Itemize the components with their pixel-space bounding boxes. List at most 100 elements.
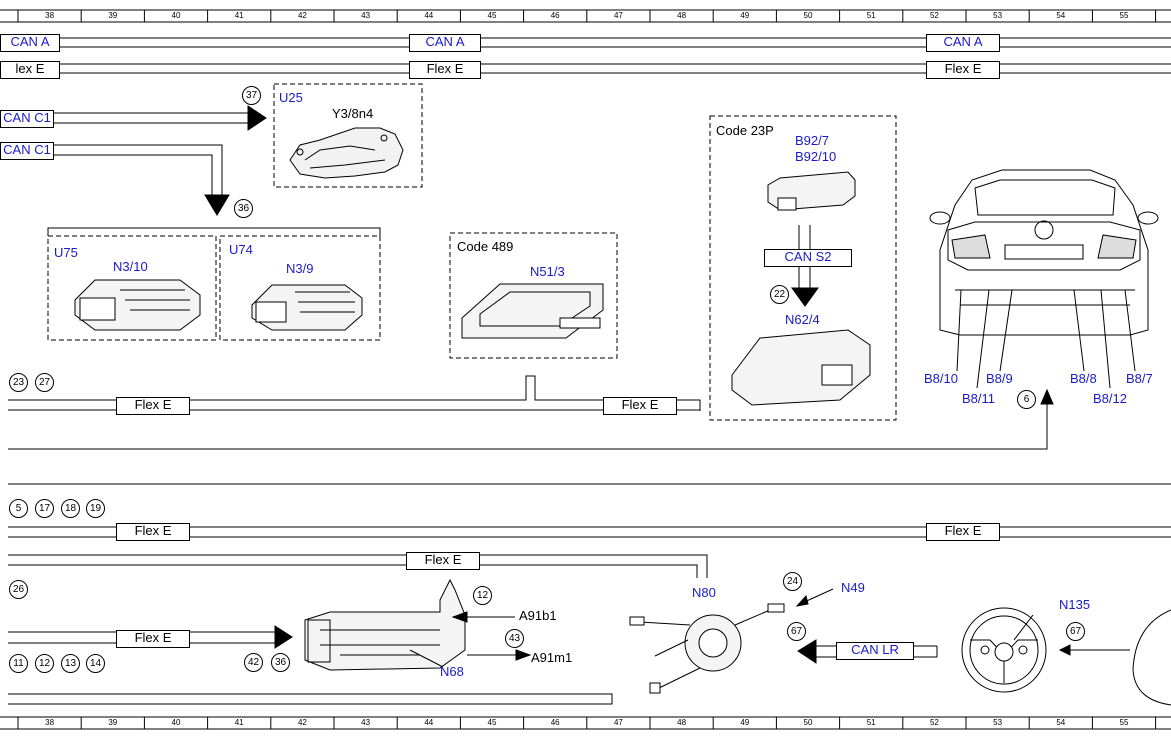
ruler-number: 53 <box>993 11 1003 20</box>
ref-11: 11 <box>9 654 28 673</box>
ruler-number: 44 <box>424 718 434 727</box>
arrow-a91b1-head <box>451 611 468 623</box>
steering-wheel-partial <box>1132 609 1171 706</box>
ref-36: 36 <box>234 199 253 218</box>
code-489-box <box>449 232 618 359</box>
ruler-number: 39 <box>108 718 118 727</box>
signal-line-6 <box>8 388 1054 450</box>
flex-e-label-n68: Flex E <box>116 630 190 648</box>
ruler-number: 39 <box>108 11 118 20</box>
ruler-bottom <box>0 716 1171 730</box>
label-u25: U25 <box>279 90 303 105</box>
n68-steering-column <box>304 578 466 671</box>
ref-12-lower: 12 <box>473 586 492 605</box>
ruler-number: 49 <box>740 11 750 20</box>
can-a-label-right: CAN A <box>926 34 1000 52</box>
label-n62-4: N62/4 <box>785 312 820 327</box>
ruler-number: 41 <box>234 718 244 727</box>
bottom-line <box>8 693 613 705</box>
label-n51-3: N51/3 <box>530 264 565 279</box>
ref-18: 18 <box>61 499 80 518</box>
n51-3-module <box>461 283 604 339</box>
ref-6: 6 <box>1017 390 1036 409</box>
flex-e-label-n80: Flex E <box>406 552 480 570</box>
n3-10-module <box>74 279 201 331</box>
label-n3-9: N3/9 <box>286 261 314 276</box>
b92-sensor <box>767 171 856 211</box>
ruler-number: 45 <box>487 11 497 20</box>
ruler-number: 47 <box>613 718 623 727</box>
ruler-number: 38 <box>45 718 55 727</box>
ruler-number: 42 <box>297 718 307 727</box>
label-b8-10: B8/10 <box>924 371 958 386</box>
ruler-number: 43 <box>361 11 371 20</box>
flex-e-line-middle <box>8 375 701 411</box>
ref-36-lower: 36 <box>271 653 290 672</box>
label-u75: U75 <box>54 245 78 260</box>
ruler-number: 46 <box>550 11 560 20</box>
ref-26: 26 <box>9 580 28 599</box>
can-s2-label: CAN S2 <box>764 249 852 267</box>
ref-37: 37 <box>242 86 261 105</box>
label-b92-10: B92/10 <box>795 149 837 164</box>
label-n80: N80 <box>692 585 716 600</box>
label-n3-10: N3/10 <box>113 259 148 274</box>
ref-42: 42 <box>244 653 263 672</box>
ruler-number: 48 <box>677 11 687 20</box>
label-y3-8n4: Y3/8n4 <box>332 106 374 121</box>
group-bracket <box>47 227 381 236</box>
label-b8-11: B8/11 <box>962 391 996 406</box>
can-c1-label-1: CAN C1 <box>0 110 54 128</box>
n62-4-module <box>731 329 871 406</box>
flex-e-label-lower-right: Flex E <box>926 523 1000 541</box>
n80-stalk-switch <box>629 603 785 694</box>
flex-e-label-left: lex E <box>0 61 60 79</box>
ref-13: 13 <box>61 654 80 673</box>
ref-12: 12 <box>35 654 54 673</box>
flex-e-label-right: Flex E <box>926 61 1000 79</box>
leader-n49-head <box>795 594 809 607</box>
ref-27: 27 <box>35 373 54 392</box>
u75-box <box>47 235 217 341</box>
code-489-label: Code 489 <box>457 239 514 254</box>
can-a-label-left: CAN A <box>0 34 60 52</box>
ruler-number: 38 <box>45 11 55 20</box>
label-a91b1: A91b1 <box>519 608 557 623</box>
can-c1-lines <box>52 105 267 216</box>
ruler-number: 54 <box>1056 718 1066 727</box>
can-c1-label-2: CAN C1 <box>0 142 54 160</box>
leader-n68 <box>409 649 444 668</box>
ref-24: 24 <box>783 572 802 591</box>
n3-9-module <box>251 284 363 331</box>
y3-8n4-part <box>289 127 404 179</box>
code-23p-label: Code 23P <box>716 123 774 138</box>
ruler-number: 52 <box>929 11 939 20</box>
ruler-number: 41 <box>234 11 244 20</box>
label-u74: U74 <box>229 242 253 257</box>
ruler-number: 46 <box>550 718 560 727</box>
ruler-number: 55 <box>1119 718 1129 727</box>
u74-box <box>219 235 381 341</box>
code-23p-box <box>709 115 897 421</box>
ref-67: 67 <box>787 622 806 641</box>
ruler-number: 51 <box>866 718 876 727</box>
flex-e-label-middle-left: Flex E <box>116 397 190 415</box>
label-n68: N68 <box>440 664 464 679</box>
n135-steering-wheel <box>961 607 1047 693</box>
ref-14: 14 <box>86 654 105 673</box>
ruler-number: 54 <box>1056 11 1066 20</box>
flex-e-label-mid: Flex E <box>409 61 481 79</box>
label-b92-7: B92/7 <box>795 133 829 148</box>
can-a-label-mid: CAN A <box>409 34 481 52</box>
ref-23: 23 <box>9 373 28 392</box>
ruler-number: 50 <box>803 718 813 727</box>
ruler-number: 43 <box>361 718 371 727</box>
ref-17: 17 <box>35 499 54 518</box>
u25-box <box>273 83 423 188</box>
ruler-top <box>0 9 1171 23</box>
ref-67-right: 67 <box>1066 622 1085 641</box>
ruler-number: 44 <box>424 11 434 20</box>
label-n49: N49 <box>841 580 865 595</box>
arrow-a91m1-head <box>515 649 532 661</box>
leader-n135 <box>1013 614 1034 641</box>
